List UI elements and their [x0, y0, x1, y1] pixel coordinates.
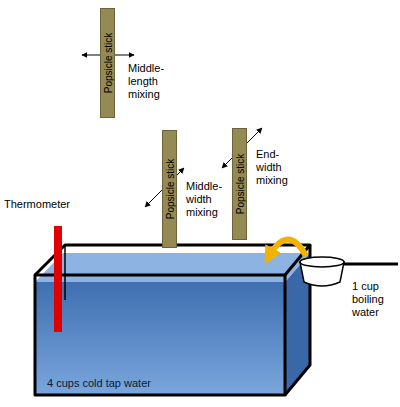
mixing-label: Middle-width mixing — [186, 180, 232, 220]
stick-label: Popsicle stick — [102, 33, 113, 94]
mixing-label: End-width mixing — [256, 148, 302, 188]
thermometer — [54, 226, 62, 332]
thermometer-label: Thermometer — [4, 198, 94, 211]
cup-rim — [300, 257, 344, 267]
pour-arrow — [268, 239, 306, 258]
water-front — [35, 282, 285, 395]
popsicle-stick: Popsicle stick — [162, 130, 177, 248]
water-label: 4 cups cold tap water — [47, 377, 151, 389]
cup-label: 1 cup boiling water — [352, 280, 398, 320]
stick-label: Popsicle stick — [164, 159, 175, 220]
tank-outline — [35, 245, 310, 395]
mixing-label: Middle-length mixing — [128, 62, 176, 102]
stick-label: Popsicle stick — [234, 154, 245, 215]
cup-handle — [344, 263, 398, 266]
popsicle-stick: Popsicle stick — [232, 128, 247, 240]
popsicle-stick: Popsicle stick — [100, 8, 115, 118]
water-tank: 4 cups cold tap water — [35, 275, 285, 395]
